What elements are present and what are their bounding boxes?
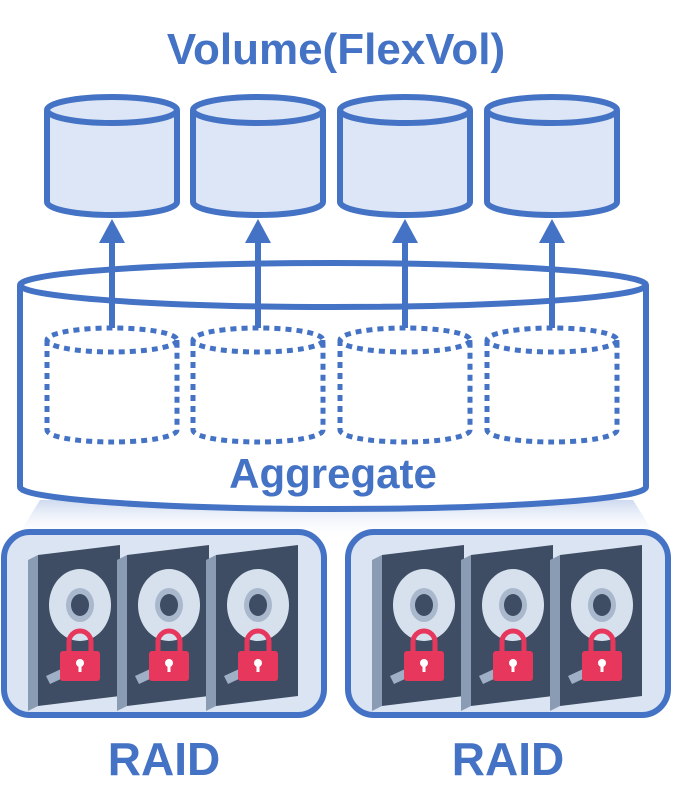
- raid-label: RAID: [108, 733, 220, 785]
- hard-disk-icon: [461, 545, 553, 711]
- up-arrow: [99, 219, 125, 328]
- up-arrow: [245, 219, 271, 328]
- arrow-group: [99, 219, 565, 328]
- diagram-title: Volume(FlexVol): [167, 25, 505, 74]
- lock-icon: [493, 628, 533, 681]
- lock-icon: [404, 628, 444, 681]
- hard-disk-icon: [117, 545, 209, 711]
- up-arrow: [539, 219, 565, 328]
- lock-icon: [60, 628, 100, 681]
- raid-group: RAID: [345, 529, 671, 785]
- raid-label: RAID: [452, 733, 564, 785]
- up-arrow: [392, 219, 418, 328]
- lock-icon: [238, 628, 278, 681]
- lock-icon: [149, 628, 189, 681]
- volume-cylinder: [484, 94, 620, 218]
- raid-group: RAID: [1, 529, 327, 785]
- hard-disk-icon: [206, 545, 298, 711]
- raid-groups: RAID RAID: [1, 529, 671, 785]
- volume-cylinder: [337, 94, 473, 218]
- volume-cylinder: [44, 94, 180, 218]
- hard-disk-icon: [28, 545, 120, 711]
- volume-cylinder: [190, 94, 326, 218]
- hard-disk-icon: [550, 545, 642, 711]
- volume-group: [44, 94, 620, 218]
- hard-disk-icon: [372, 545, 464, 711]
- aggregate-label: Aggregate: [229, 450, 437, 497]
- lock-icon: [582, 628, 622, 681]
